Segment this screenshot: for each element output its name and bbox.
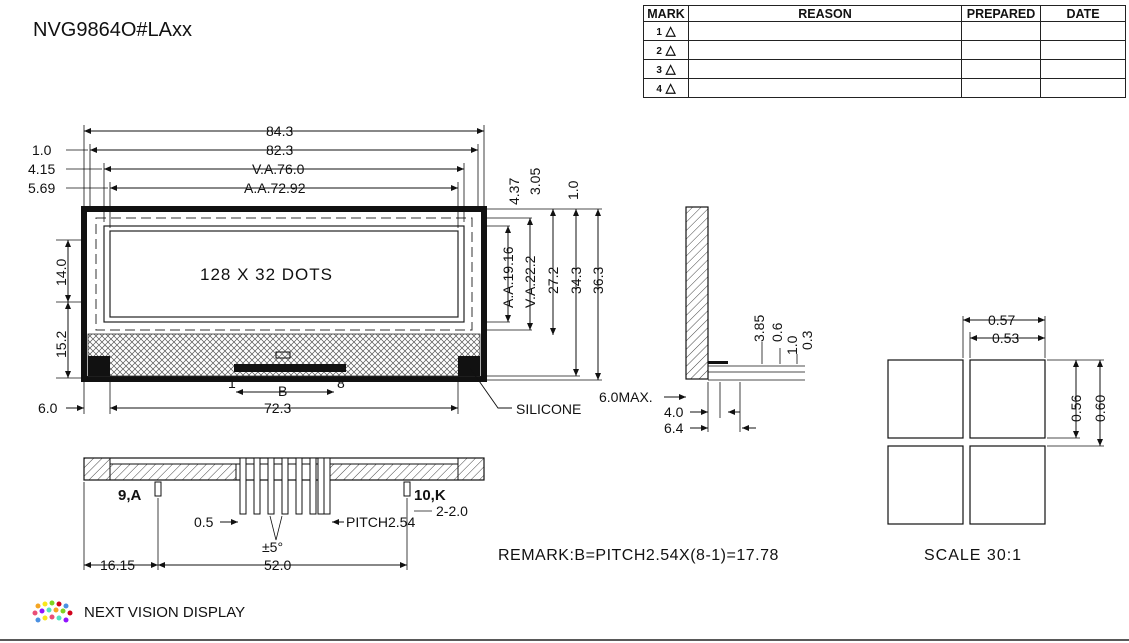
dim-0-56: 0.56 <box>1068 395 1084 422</box>
dim-aa-19-16: A.A.19.16 <box>500 246 516 308</box>
triangle-mark: 3 <box>656 65 662 76</box>
revision-row: 2 △ <box>643 40 1126 60</box>
revision-mark-triangle: 4 △ <box>643 78 689 98</box>
pixel-bottom-left <box>887 445 964 525</box>
dim-1-0-left: 1.0 <box>32 142 52 158</box>
revision-row: 1 △ <box>643 21 1126 41</box>
dim-15-2: 15.2 <box>53 331 69 358</box>
remark-text: REMARK:B=PITCH2.54X(8-1)=17.78 <box>498 547 779 564</box>
pin-9-a <box>154 481 162 497</box>
dim-84-3: 84.3 <box>266 123 293 139</box>
revision-row: 3 △ <box>643 59 1126 79</box>
dim-6-0-max: 6.0MAX. <box>599 389 653 405</box>
corner-block-right <box>458 356 480 376</box>
dim-2-2-0: 2-2.0 <box>436 503 468 519</box>
pin-first-label: 1 <box>228 375 236 391</box>
header-prepared: PREPARED <box>961 5 1041 22</box>
pixel-bottom-right <box>969 445 1046 525</box>
pin-10k-label: 10,K <box>414 487 446 504</box>
dim-27-2: 27.2 <box>545 267 561 294</box>
pin-legs <box>239 457 331 515</box>
module-outline <box>81 206 487 382</box>
pin-marker <box>275 351 291 359</box>
dim-72-3: 72.3 <box>264 400 291 416</box>
front-view: 128 X 32 DOTS 1 8 B 84.3 82.3 V.A.76.0 A… <box>28 123 606 417</box>
dim-aa-72-92: A.A.72.92 <box>244 180 306 196</box>
dim-1-0-right: 1.0 <box>565 180 581 200</box>
pixel-top-left <box>887 359 964 439</box>
dim-3-85: 3.85 <box>751 315 767 342</box>
revision-table-header: MARK REASON PREPARED DATE <box>643 5 1126 22</box>
triangle-mark: 2 <box>656 46 662 57</box>
drawing-title: NVG9864O#LAxx <box>33 19 192 41</box>
dots-label: 128 X 32 DOTS <box>200 265 333 284</box>
dim-5-69: 5.69 <box>28 180 55 196</box>
pin-last-label: 8 <box>337 375 345 391</box>
dim-4-15: 4.15 <box>28 161 55 177</box>
dim-4-37: 4.37 <box>506 178 522 205</box>
dim-34-3: 34.3 <box>568 267 584 294</box>
triangle-mark: 1 <box>656 27 662 38</box>
angle-label: ±5° <box>262 539 283 555</box>
dim-4-0: 4.0 <box>664 404 684 420</box>
dim-0-57: 0.57 <box>988 312 1015 328</box>
dim-16-15: 16.15 <box>100 557 135 573</box>
corner-block-left <box>88 356 110 376</box>
dim-36-3: 36.3 <box>590 267 606 294</box>
dim-0-60: 0.60 <box>1092 395 1108 422</box>
dim-0-6: 0.6 <box>769 322 785 342</box>
pin-row <box>234 351 346 372</box>
company-name: NEXT VISION DISPLAY <box>84 604 246 621</box>
dim-0-53: 0.53 <box>992 330 1019 346</box>
dim-1-0-side: 1.0 <box>784 335 800 355</box>
dim-82-3: 82.3 <box>266 142 293 158</box>
dim-6-4: 6.4 <box>664 420 684 436</box>
header-reason: REASON <box>688 5 962 22</box>
viewing-area-dashed <box>95 217 473 331</box>
dim-14-0: 14.0 <box>53 259 69 286</box>
revision-table: MARK REASON PREPARED DATE 1 △ 2 △ 3 △ 4 … <box>643 5 1126 98</box>
triangle-mark: 4 <box>656 84 662 95</box>
pin-10-k <box>403 481 411 497</box>
header-mark: MARK <box>643 5 689 22</box>
dim-6-0: 6.0 <box>38 400 58 416</box>
pixel-top-right <box>969 359 1046 439</box>
pin-span-label: B <box>278 383 287 399</box>
pin-strip <box>234 364 346 372</box>
dim-va-22-2: V.A.22.2 <box>522 255 538 308</box>
pitch-label: PITCH2.54 <box>346 514 415 530</box>
scale-label: SCALE 30:1 <box>924 547 1022 564</box>
pixel-detail: 0.57 0.53 0.56 0.60 SCALE 30:1 <box>887 312 1108 564</box>
bottom-view: 9,A 10,K 2-2.0 0.5 PITCH2.54 ±5° 16.15 5… <box>83 457 485 573</box>
side-view: 3.85 0.6 1.0 0.3 6.0MAX. 4.0 6.4 <box>599 206 815 436</box>
silicone-label: SILICONE <box>516 401 581 417</box>
dim-52-0: 52.0 <box>264 557 291 573</box>
dim-3-05: 3.05 <box>527 168 543 195</box>
dim-0-5: 0.5 <box>194 514 214 530</box>
revision-row: 4 △ <box>643 78 1126 98</box>
active-area-inner <box>109 230 459 318</box>
pin-9a-label: 9,A <box>118 487 142 504</box>
active-area-outer <box>103 225 465 323</box>
dim-0-3: 0.3 <box>799 330 815 350</box>
dim-va-76: V.A.76.0 <box>252 161 305 177</box>
next-vision-logo-icon <box>32 600 73 623</box>
